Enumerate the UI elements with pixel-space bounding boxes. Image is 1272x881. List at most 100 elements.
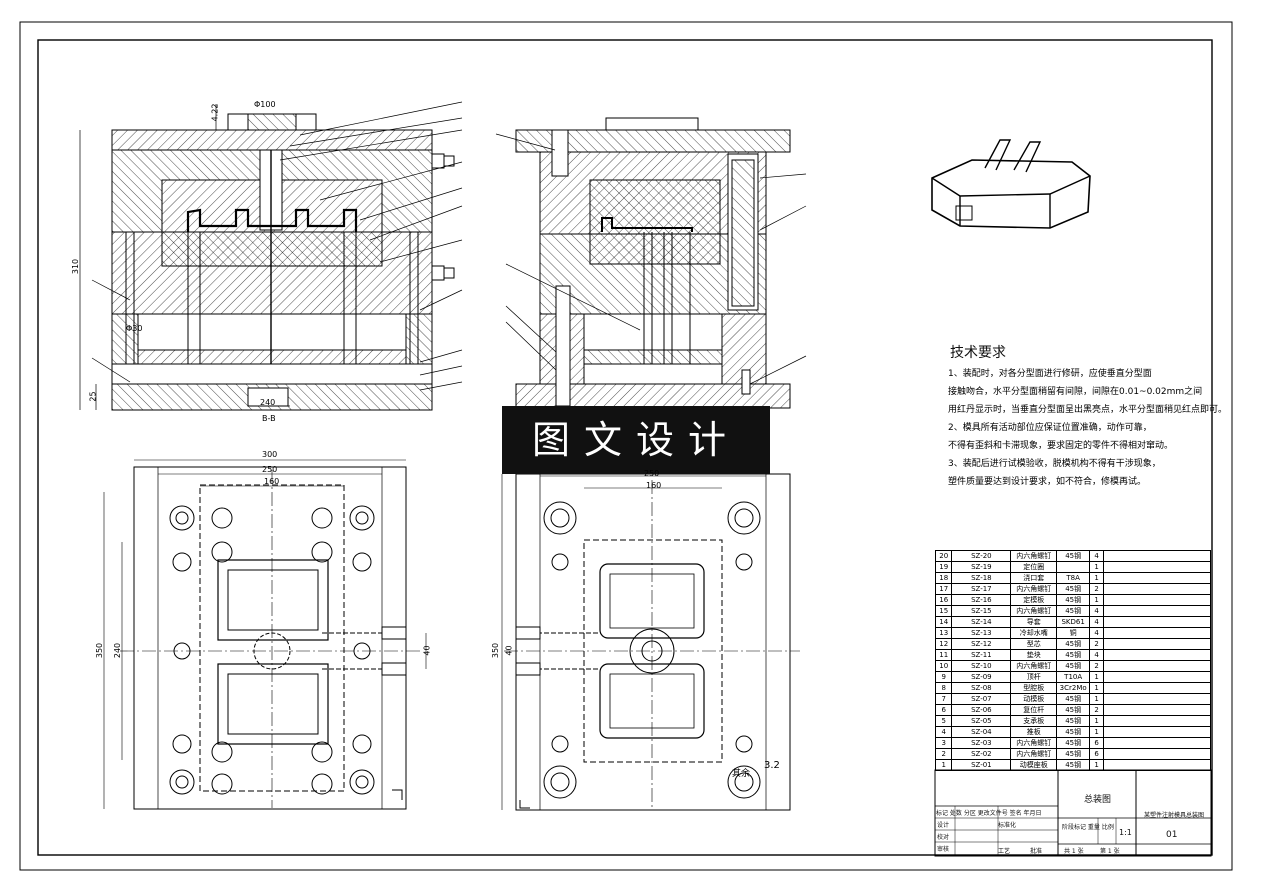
bom-cell-qty: 2	[1088, 638, 1105, 650]
bom-cell-name: 内六角螺钉	[1010, 660, 1058, 672]
bom-cell-blank	[1103, 693, 1211, 705]
bom-cell-name: 定位圈	[1010, 561, 1058, 573]
tech-line-2: 接触吻合，水平分型面稍留有间隙，间隙在0.01~0.02mm之间	[948, 387, 1203, 397]
bom-cell-code: SZ-05	[951, 715, 1012, 727]
stage-labels: 阶段标记 重量 比例	[1062, 824, 1114, 831]
dim-240-bottom: 240	[260, 398, 276, 407]
plan-view-left	[103, 459, 427, 810]
tech-line-4: 2、模具所有活动部位应保证位置准确，动作可靠，	[948, 423, 1152, 433]
bom-cell-name: 复位杆	[1010, 704, 1058, 716]
bom-cell-mat: 45钢	[1056, 660, 1090, 672]
bom-cell-blank	[1103, 737, 1211, 749]
bom-cell-qty: 2	[1088, 583, 1105, 595]
scale: 1:1	[1119, 828, 1132, 837]
dim-300: 300	[262, 450, 278, 459]
bom-cell-blank	[1103, 594, 1211, 606]
bom-cell-mat: 45钢	[1056, 748, 1090, 760]
bom-cell-no: 9	[934, 671, 953, 683]
bom-cell-mat: 45钢	[1056, 715, 1090, 727]
bom-cell-blank	[1103, 627, 1211, 639]
dim-25: 25	[88, 391, 98, 402]
dim-160: 160	[264, 477, 280, 486]
sheets-total: 共 1 张	[1064, 848, 1084, 855]
bom-cell-mat: 45钢	[1056, 693, 1090, 705]
bom-cell-name: 内六角螺钉	[1010, 550, 1058, 562]
bom-cell-mat: 45钢	[1056, 737, 1090, 749]
bom-cell-code: SZ-13	[951, 627, 1012, 639]
sheet-number: 第 1 张	[1100, 848, 1120, 855]
dim-310: 310	[71, 258, 81, 275]
bom-cell-mat: 45钢	[1056, 726, 1090, 738]
bom-cell-mat	[1056, 561, 1090, 573]
dim-d30: Φ30	[126, 324, 143, 333]
dim-r-350: 350	[491, 642, 501, 659]
bom-cell-qty: 1	[1088, 682, 1105, 694]
bom-cell-code: SZ-02	[951, 748, 1012, 760]
bom-cell-code: SZ-17	[951, 583, 1012, 595]
label-review: 审核	[937, 846, 950, 853]
title-header-cells: 标记 处数 分区 更改文件号 签名 年月日	[936, 810, 1042, 817]
bom-cell-blank	[1103, 660, 1211, 672]
bom-cell-name: 浇口套	[1010, 572, 1058, 584]
bom-cell-mat: 45钢	[1056, 605, 1090, 617]
outer-border	[19, 21, 1233, 871]
bom-cell-name: 冷却水嘴	[1010, 627, 1058, 639]
remaining-roughness-label: 其余	[732, 769, 751, 779]
bom-cell-blank	[1103, 638, 1211, 650]
tech-line-5: 不得有歪斜和卡滞现象，要求固定的零件不得相对窜动。	[948, 441, 1174, 451]
bom-cell-qty: 6	[1088, 748, 1105, 760]
bom-cell-mat: SKD61	[1056, 616, 1090, 628]
bom-cell-qty: 6	[1088, 737, 1105, 749]
bom-cell-no: 20	[934, 550, 953, 562]
section-view-right	[495, 117, 807, 409]
label-approve: 批准	[1030, 848, 1043, 855]
label-check: 校对	[937, 834, 950, 841]
bom-cell-name: 导套	[1010, 616, 1058, 628]
bom-cell-no: 8	[934, 682, 953, 694]
bom-cell-name: 动模板	[1010, 693, 1058, 705]
bom-cell-blank	[1103, 616, 1211, 628]
banner-text: 图文设计	[531, 418, 740, 462]
bom-cell-code: SZ-18	[951, 572, 1012, 584]
bom-cell-qty: 4	[1088, 605, 1105, 617]
bom-cell-blank	[1103, 649, 1211, 661]
bom-cell-code: SZ-07	[951, 693, 1012, 705]
label-design: 设计	[937, 822, 950, 829]
bom-cell-qty: 1	[1088, 594, 1105, 606]
bom-cell-name: 内六角螺钉	[1010, 737, 1058, 749]
bom-cell-name: 定模板	[1010, 594, 1058, 606]
bom-cell-qty: 2	[1088, 660, 1105, 672]
dim-d100: Φ100	[254, 100, 276, 109]
surface-roughness: 3.2	[764, 760, 780, 771]
tech-line-3: 用红丹显示时，当垂直分型面呈出黑亮点，水平分型面稍见红点即可。	[948, 405, 1228, 415]
bom-cell-no: 14	[934, 616, 953, 628]
design-name: 某塑件注射模具总装图	[1144, 812, 1205, 819]
plan-view-right	[501, 473, 800, 811]
bom-cell-name: 垫块	[1010, 649, 1058, 661]
bom-cell-blank	[1103, 572, 1211, 584]
bom-cell-code: SZ-03	[951, 737, 1012, 749]
section-label: B-B	[262, 414, 276, 423]
bom-cell-no: 5	[934, 715, 953, 727]
bom-cell-no: 18	[934, 572, 953, 584]
bom-cell-name: 型芯	[1010, 638, 1058, 650]
bom-cell-mat: 45钢	[1056, 594, 1090, 606]
bom-cell-qty: 4	[1088, 616, 1105, 628]
bom-cell-code: SZ-19	[951, 561, 1012, 573]
bom-cell-blank	[1103, 759, 1211, 771]
dim-r-40: 40	[504, 645, 514, 656]
bom-cell-name: 型腔板	[1010, 682, 1058, 694]
bom-cell-blank	[1103, 561, 1211, 573]
bom-cell-name: 顶杆	[1010, 671, 1058, 683]
bom-cell-blank	[1103, 605, 1211, 617]
